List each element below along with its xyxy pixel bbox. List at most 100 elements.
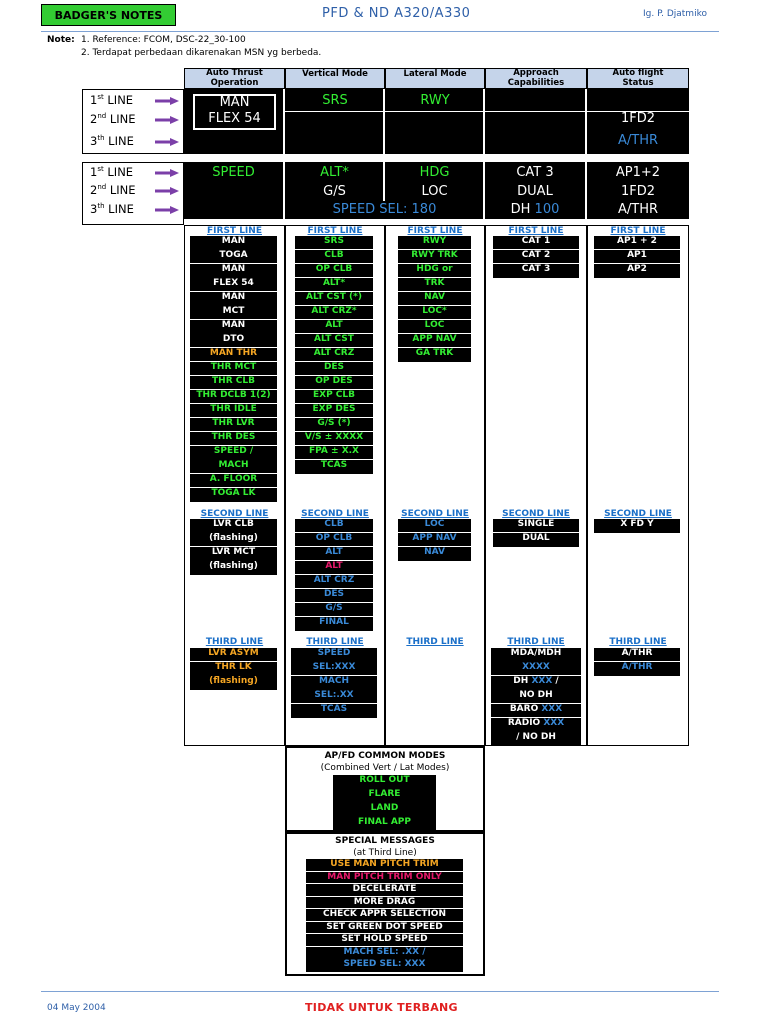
list-item: MAN [221,236,246,246]
arrow-right-icon [155,138,179,146]
list-item: TCAS [320,460,348,470]
footer-warning: TIDAK UNTUK TERBANG [305,1001,458,1014]
list-item: MAN [221,292,246,302]
arrow-right-icon [155,116,179,124]
second-line-heading-vert: SECOND LINE [301,509,369,519]
list-item: TRK [398,278,471,292]
first-line-heading-lat: FIRST LINE [407,226,463,236]
list-item: SET GREEN DOT SPEED [306,922,463,934]
column-header-vertical-mode: Vertical Mode [285,68,385,89]
list-item: GA TRK [415,348,454,358]
list-item: SET HOLD SPEED [306,934,463,947]
fma1-srs: SRS [322,93,348,108]
list-item: ALT CRZ [295,348,373,362]
list-item: CAT 3 [521,264,551,274]
frame-vertical [285,225,385,746]
list-item: NAV [424,547,445,557]
label-2nd-line-b: 2nd LINE [90,183,136,197]
list-item: ALT CRZ* [295,306,373,320]
list-item: ALT CRZ [295,575,373,589]
list-item: CHECK APPR SELECTION [306,909,463,922]
list-item: ALT CST (*) [295,292,373,306]
fma1-man: MAN [219,95,250,110]
list-item: DUAL [522,533,550,543]
list-item: OP CLB [295,264,373,278]
list-item: SPEED [317,648,351,658]
third-line-heading-appr: THIRD LINE [507,637,565,647]
fma2-dual: DUAL [517,184,553,199]
list-item: SRS [295,236,373,250]
list-item: LVR MCT [211,547,256,557]
list-item: EXP DES [295,404,373,418]
list-item: LVR CLB [213,519,254,529]
list-item: MAN THR [190,348,277,362]
list-item: LVR ASYM [190,648,277,662]
list-item: FINAL APP [357,817,412,827]
badgers-notes-logo: BADGER'S NOTES [41,4,176,26]
footer-divider [41,991,719,992]
list-item: (flashing) [209,676,258,686]
fma2-gs: G/S [323,184,346,199]
fma1-athr: A/THR [617,133,659,148]
frame-auto-thrust [184,225,285,746]
list-item: THR LK [215,662,252,672]
fma2-speed-sel: SPEED SEL: 180 [332,202,437,217]
list-item: (flashing) [190,533,277,547]
first-line-heading-appr: FIRST LINE [508,226,564,236]
list-item: ALT CST [295,334,373,348]
list-item: AP1 + 2 [594,236,680,250]
list-item: (flashing) [209,561,258,571]
list-item: AP1 [594,250,680,264]
list-item: OP DES [295,376,373,390]
list-item: THR DES [190,432,277,446]
document-title: PFD & ND A320/A330 [322,6,471,21]
fma2-ap: AP1+2 [615,165,661,180]
second-line-heading-afs: SECOND LINE [604,509,672,519]
fma2-cat3: CAT 3 [516,165,554,180]
list-item: LAND [370,803,399,813]
list-item: NO DH [491,690,581,704]
list-item: SPEED / [213,446,254,456]
list-item: NAV [398,292,471,306]
note-line-2: 2. Terdapat perbedaan dikarenakan MSN yg… [81,48,322,58]
fma2-speed: SPEED [212,165,255,180]
list-item: SEL:.XX [291,690,377,704]
list-item: A/THR [621,662,653,672]
list-item: CLB [295,519,373,533]
list-item: LOC [398,519,471,533]
list-item: APP NAV [398,334,471,348]
list-item: THR LVR [190,418,277,432]
list-item: USE MAN PITCH TRIM [306,859,463,872]
list-item: MAN [221,320,246,330]
man-flex-box [193,94,276,130]
list-item: THR IDLE [190,404,277,418]
list-item: V/S ± XXXX [295,432,373,446]
list-item: THR MCT [190,362,277,376]
list-item: FINAL [319,617,349,627]
label-1st-line-a: 1st LINE [90,93,134,107]
third-line-approach-list: MDA/MDH XXXX DH XXX / NO DH BARO XXX RAD… [491,648,581,746]
list-item: MACH [318,676,350,686]
fma1-fd: 1FD2 [620,111,656,126]
fma2-loc: LOC [421,184,448,199]
list-item: MAN [221,264,246,274]
list-item: A/THR [594,648,680,662]
list-item: LOC* [398,306,471,320]
list-item: A. FLOOR [190,474,277,488]
label-3th-line-a: 3th LINE [90,134,134,148]
author-name: Ig. P. Djatmiko [643,9,707,19]
frame-auto-flight [587,225,689,746]
list-item: XXXX [491,662,581,676]
first-line-heading-afs: FIRST LINE [610,226,666,236]
